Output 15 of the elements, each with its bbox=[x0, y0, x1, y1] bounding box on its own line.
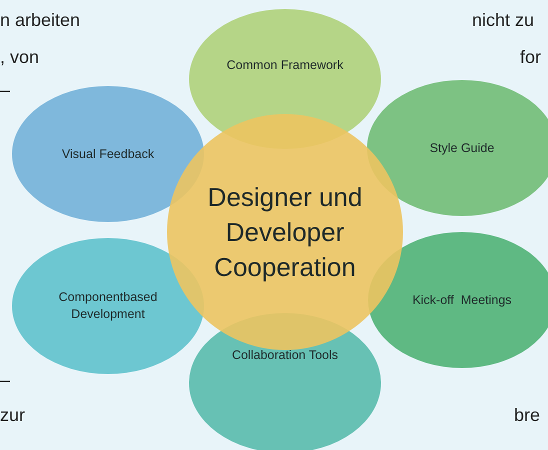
node-label: Visual Feedback bbox=[62, 146, 154, 162]
text-fragment: – bbox=[0, 370, 10, 391]
node-label: Designer und Developer Cooperation bbox=[206, 180, 364, 284]
node-label: Collaboration Tools bbox=[232, 346, 338, 364]
text-fragment: zur bbox=[0, 405, 26, 426]
node-label: Kick-off Meetings bbox=[412, 292, 512, 308]
text-fragment: , von bbox=[0, 47, 40, 68]
text-fragment: n arbeiten bbox=[0, 10, 80, 31]
node-label: Common Framework bbox=[226, 56, 344, 74]
text-fragment: bre bbox=[514, 405, 540, 426]
text-fragment: – bbox=[0, 80, 10, 101]
text-fragment: for bbox=[520, 47, 542, 68]
text-fragment: nicht zu bbox=[472, 10, 534, 31]
node-label: Style Guide bbox=[430, 140, 494, 156]
node-label: Componentbased Development bbox=[58, 289, 158, 323]
